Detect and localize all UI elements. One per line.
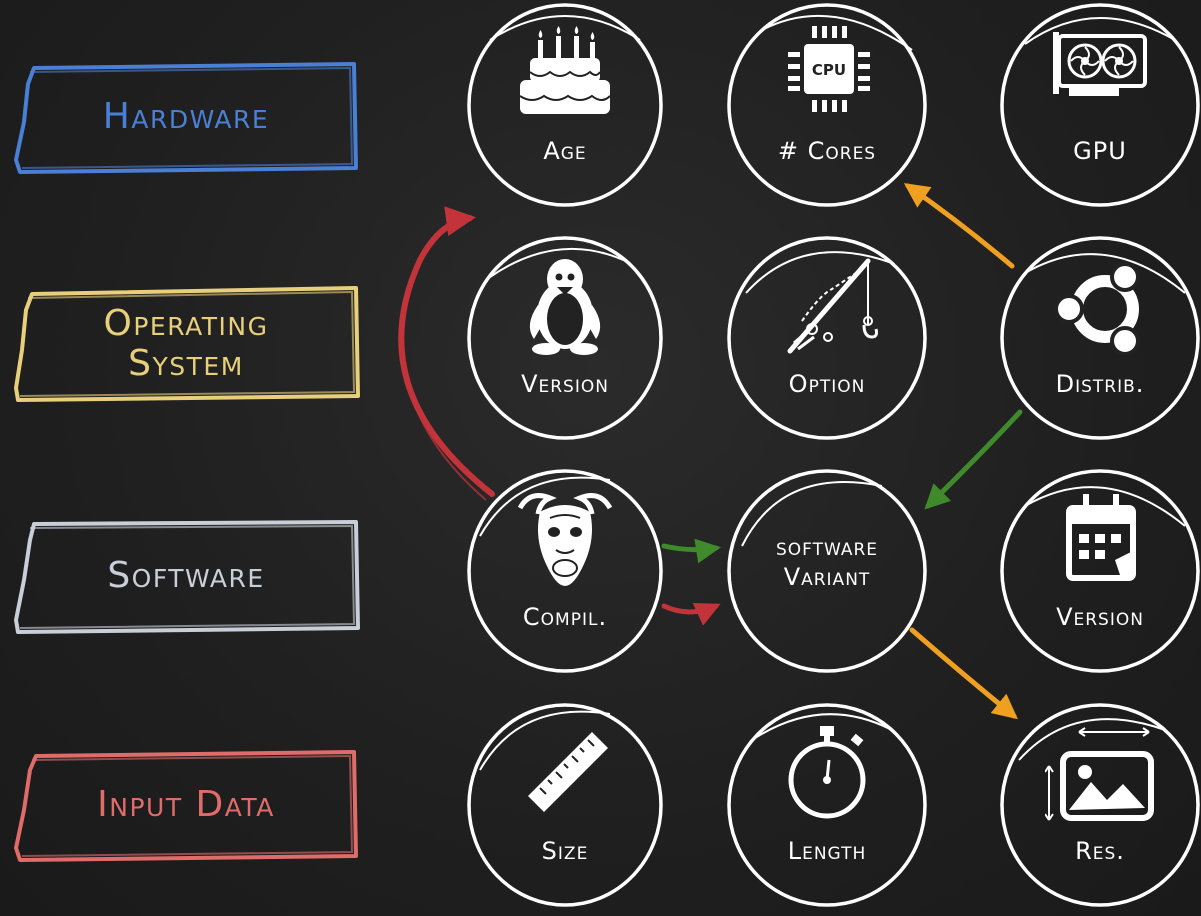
calendar-icon (1066, 494, 1136, 581)
age-ring (467, 3, 663, 207)
software-label: Software (107, 555, 265, 596)
size-ring (467, 703, 663, 907)
compil-node: Compil. (460, 466, 670, 676)
sw-version-ring (1000, 469, 1200, 673)
size-node: Size (460, 700, 670, 910)
distrib-label: Distrib. (1055, 370, 1145, 398)
os-label: Operating System (104, 304, 269, 384)
distrib-node: Distrib. (995, 233, 1201, 443)
fishing-rod-icon (787, 258, 878, 354)
variant-label-line2: Variant (783, 563, 871, 591)
option-node: Option (722, 233, 932, 443)
gpu-ring (1000, 3, 1200, 207)
compil-label: Compil. (522, 603, 608, 631)
os-category: Operating System (12, 284, 360, 404)
os-label-line2: System (128, 343, 244, 384)
os-label-line1: Operating (103, 303, 269, 344)
variant-label: software Variant (722, 532, 932, 592)
sw-version-label: Version (1056, 603, 1144, 631)
input-frame (14, 750, 358, 862)
cores-node: CPU # Cores (722, 0, 932, 210)
hardware-frame (14, 62, 358, 174)
cpu-icon-text: CPU (812, 61, 846, 79)
option-ring (727, 236, 927, 440)
birthday-cake-icon (519, 26, 611, 114)
compil-ring (467, 469, 663, 673)
software-category: Software (12, 516, 360, 636)
sw-version-node: Version (995, 466, 1201, 676)
linux-penguin-icon (529, 259, 601, 355)
os-version-label: Version (521, 370, 609, 398)
arrow-compil-to-variant-red (661, 603, 721, 626)
res-ring (1000, 703, 1200, 907)
gnu-head-icon (517, 493, 613, 586)
ubuntu-logo-icon (1054, 262, 1140, 355)
gpu-label: GPU (1073, 137, 1127, 165)
gpu-node: GPU (995, 0, 1201, 210)
cores-ring (727, 3, 927, 207)
stopwatch-icon (788, 726, 866, 819)
input-label: Input Data (97, 784, 275, 825)
option-label: Option (788, 370, 866, 398)
image-resolution-icon (1045, 727, 1154, 821)
software-frame (14, 520, 360, 634)
variant-ring (727, 469, 927, 673)
length-node: Length (722, 700, 932, 910)
age-label: Age (543, 137, 587, 165)
input-category: Input Data (12, 746, 360, 864)
length-label: Length (787, 837, 867, 865)
distrib-ring (1000, 236, 1200, 440)
graphics-card-icon (1053, 32, 1147, 96)
hardware-label: Hardware (102, 96, 270, 137)
variant-label-line1: software (775, 533, 879, 561)
cpu-icon: CPU (788, 26, 870, 112)
res-label: Res. (1075, 837, 1125, 865)
hardware-category: Hardware (12, 58, 360, 176)
cores-label: # Cores (777, 137, 877, 165)
arrow-compil-to-variant-green (661, 538, 721, 564)
length-ring (727, 703, 927, 907)
os-version-node: Version (460, 233, 670, 443)
res-node: Res. (995, 700, 1201, 910)
age-node: Age (460, 0, 670, 210)
variant-node: software Variant (722, 466, 932, 676)
ruler-icon (528, 732, 608, 812)
size-label: Size (541, 837, 589, 865)
os-frame (14, 286, 360, 402)
